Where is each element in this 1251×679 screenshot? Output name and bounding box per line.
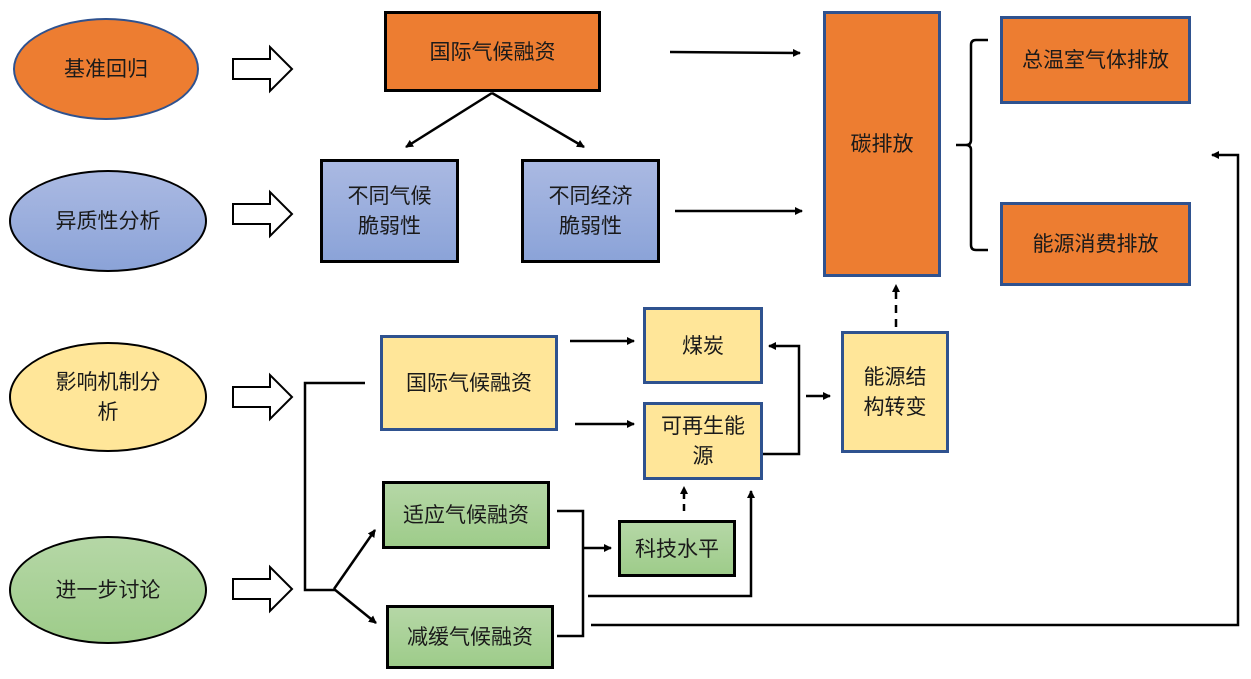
node-coal: 煤炭 — [643, 307, 763, 384]
stage-baseline-label: 基准回归 — [64, 57, 148, 81]
bracket-adapt-mitigate — [557, 509, 585, 638]
node-energy-transition: 能源结 构转变 — [841, 331, 949, 453]
node-total-ghg: 总温室气体排放 — [1000, 16, 1191, 104]
node-adaptation-finance-label: 适应气候融资 — [403, 503, 529, 527]
block-arrow-baseline — [232, 44, 294, 94]
arrow-split-to-adaptation — [332, 529, 377, 590]
node-economic-vulnerability: 不同经济 脆弱性 — [521, 159, 660, 263]
node-climate-vulnerability-label: 不同气候 脆弱性 — [347, 184, 432, 238]
stage-baseline: 基准回归 — [13, 18, 199, 120]
node-energy-consumption-emissions-label: 能源消费排放 — [1032, 232, 1159, 256]
node-mitigation-finance-label: 减缓气候融资 — [407, 625, 533, 649]
stage-heterogeneity: 异质性分析 — [9, 170, 207, 272]
node-icf-top: 国际气候融资 — [384, 11, 601, 92]
arrow-icf-to-econ-vuln — [491, 91, 585, 149]
bracket-coal-renewable — [763, 342, 801, 456]
arrow-split-to-mitigation — [333, 588, 377, 624]
node-icf-top-label: 国际气候融资 — [429, 39, 556, 64]
arrow-icf-to-climate-vuln — [405, 91, 493, 149]
node-adaptation-finance: 适应气候融资 — [382, 481, 550, 549]
node-icf-mechanism: 国际气候融资 — [380, 335, 558, 431]
stage-further-label: 进一步讨论 — [55, 578, 161, 602]
arrow-mitigation-to-emissions — [591, 151, 1240, 627]
node-tech-level: 科技水平 — [618, 520, 736, 577]
stage-mechanism: 影响机制分 析 — [9, 342, 207, 452]
arrow-icf-to-carbon — [669, 48, 801, 57]
node-energy-consumption-emissions: 能源消费排放 — [1000, 202, 1191, 286]
stage-mechanism-label: 影响机制分 析 — [55, 370, 161, 424]
node-climate-vulnerability: 不同气候 脆弱性 — [320, 159, 459, 263]
node-economic-vulnerability-label: 不同经济 脆弱性 — [548, 184, 633, 238]
node-coal-label: 煤炭 — [682, 333, 724, 358]
brace — [956, 38, 988, 252]
block-arrow-further — [232, 564, 294, 614]
node-icf-mechanism-label: 国际气候融资 — [406, 371, 532, 395]
stage-further: 进一步讨论 — [9, 536, 207, 644]
node-total-ghg-label: 总温室气体排放 — [1022, 48, 1169, 72]
node-tech-level-label: 科技水平 — [635, 536, 719, 561]
block-arrow-mechanism — [232, 372, 294, 422]
bracket-mechanism — [303, 381, 365, 592]
node-mitigation-finance: 减缓气候融资 — [386, 605, 554, 669]
stage-heterogeneity-label: 异质性分析 — [55, 209, 161, 233]
node-renewable: 可再生能 源 — [643, 402, 763, 480]
node-energy-transition-label: 能源结 构转变 — [863, 365, 927, 419]
node-carbon-emissions-label: 碳排放 — [850, 132, 914, 156]
block-arrow-heterogeneity — [232, 189, 294, 239]
node-renewable-label: 可再生能 源 — [661, 414, 745, 468]
arrow-bracket-to-renewable — [588, 490, 755, 598]
node-carbon-emissions: 碳排放 — [823, 11, 941, 277]
